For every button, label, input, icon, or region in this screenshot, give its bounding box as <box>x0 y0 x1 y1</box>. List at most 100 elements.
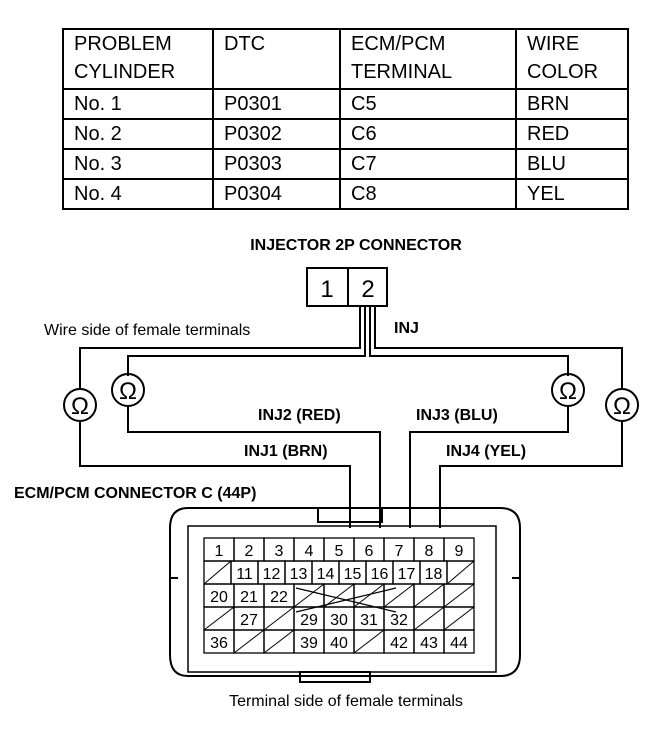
terminal-number: 29 <box>300 612 318 629</box>
terminal-number: 42 <box>390 635 408 652</box>
terminal-number: 16 <box>371 566 389 583</box>
table-cell: No. 3 <box>62 148 214 180</box>
table-cell: RED <box>515 118 629 150</box>
terminal-side-label: Terminal side of female terminals <box>229 693 463 710</box>
terminal-number: 39 <box>300 635 318 652</box>
empty-terminal-slash <box>443 606 475 631</box>
terminal-number: 4 <box>305 543 314 560</box>
empty-terminal-slash <box>413 606 445 631</box>
ohm-symbol-1: Ω <box>71 393 89 420</box>
terminal-number: 7 <box>395 543 404 560</box>
table-cell: No. 4 <box>62 178 214 210</box>
injector-pin-2: 2 <box>361 276 374 303</box>
ecm-connector-housing <box>169 507 521 677</box>
table-row: No. 1 P0301 C5 BRN <box>62 88 629 120</box>
table-cell: BRN <box>515 88 629 120</box>
terminal-number: 44 <box>450 635 468 652</box>
wire-inj1 <box>79 306 361 390</box>
header-text: DTC <box>224 33 266 55</box>
empty-terminal-slash <box>443 583 475 608</box>
empty-terminal-slash <box>233 629 265 654</box>
terminal-number: 1 <box>215 543 224 560</box>
empty-terminal-slash <box>263 606 295 631</box>
table-cell: P0304 <box>212 178 341 210</box>
terminal-number: 30 <box>330 612 348 629</box>
terminal-number: 13 <box>290 566 308 583</box>
empty-terminal-slash <box>323 583 355 608</box>
inj4-label: INJ4 (YEL) <box>446 443 526 460</box>
empty-terminal-slash <box>203 560 232 585</box>
inj-label: INJ <box>394 320 419 337</box>
ohm-symbol-3: Ω <box>559 378 577 405</box>
terminal-number: 2 <box>245 543 254 560</box>
injector-pin-1: 1 <box>320 276 333 303</box>
terminal-number: 14 <box>317 566 335 583</box>
table-cell: C8 <box>339 178 517 210</box>
ohm-symbol-4: Ω <box>613 393 631 420</box>
table-cell: C5 <box>339 88 517 120</box>
lead-inj4 <box>439 421 623 528</box>
ecm-connector-title: ECM/PCM CONNECTOR C (44P) <box>14 485 256 502</box>
terminal-number: 11 <box>236 566 253 583</box>
wire-side-label: Wire side of female terminals <box>44 322 250 339</box>
terminal-number: 8 <box>425 543 434 560</box>
table-cell: No. 2 <box>62 118 214 150</box>
table-cell: P0303 <box>212 148 341 180</box>
terminal-number: 12 <box>263 566 281 583</box>
wire-inj3 <box>369 306 569 376</box>
table-header-row: PROBLEM CYLINDER DTC ECM/PCM TERMINAL WI… <box>62 28 629 90</box>
inj1-label: INJ1 (BRN) <box>244 443 328 460</box>
terminal-number: 18 <box>425 566 443 583</box>
terminal-number: 31 <box>360 612 378 629</box>
table-cell: P0302 <box>212 118 341 150</box>
terminal-number: 22 <box>270 589 288 606</box>
inj2-label: INJ2 (RED) <box>258 407 341 424</box>
terminal-number: 9 <box>455 543 464 560</box>
terminal-number: 6 <box>365 543 374 560</box>
empty-terminal-slash <box>413 583 445 608</box>
terminal-number: 32 <box>390 612 408 629</box>
empty-terminal-slash <box>446 560 475 585</box>
terminal-number: 3 <box>275 543 284 560</box>
dtc-table: PROBLEM CYLINDER DTC ECM/PCM TERMINAL WI… <box>62 28 629 210</box>
wire-inj4 <box>374 306 623 390</box>
table-cell: YEL <box>515 178 629 210</box>
empty-terminal-slash <box>353 583 385 608</box>
empty-terminal-slash <box>203 606 235 631</box>
empty-terminal-slash <box>383 583 415 608</box>
lead-inj3 <box>409 406 569 528</box>
ohm-symbol-2: Ω <box>119 378 137 405</box>
table-cell: P0301 <box>212 88 341 120</box>
terminal-44 <box>443 629 475 654</box>
table-row: No. 3 P0303 C7 BLU <box>62 148 629 180</box>
table-cell: C6 <box>339 118 517 150</box>
table-cell: C7 <box>339 148 517 180</box>
table-cell: No. 1 <box>62 88 214 120</box>
terminal-number: 21 <box>240 589 258 606</box>
empty-terminal-slash <box>353 629 385 654</box>
terminal-number: 5 <box>335 543 344 560</box>
header-text: WIRE COLOR <box>527 33 599 83</box>
terminal-number: 43 <box>420 635 438 652</box>
header-text: PROBLEM CYLINDER <box>74 33 176 83</box>
table-row: No. 2 P0302 C6 RED <box>62 118 629 150</box>
terminal-number: 15 <box>344 566 362 583</box>
empty-terminal-slash <box>263 629 295 654</box>
lead-inj2 <box>127 406 381 528</box>
header-dtc: DTC <box>212 28 341 90</box>
table-row: No. 4 P0304 C8 YEL <box>62 178 629 210</box>
header-text: ECM/PCM TERMINAL <box>351 33 453 83</box>
header-wire-color: WIRE COLOR <box>515 28 629 90</box>
table-cell: BLU <box>515 148 629 180</box>
terminal-number: 20 <box>210 589 228 606</box>
wire-inj2 <box>127 306 366 376</box>
injector-connector-title: INJECTOR 2P CONNECTOR <box>250 237 462 254</box>
header-ecm-terminal: ECM/PCM TERMINAL <box>339 28 517 90</box>
terminal-number: 17 <box>398 566 416 583</box>
header-problem-cylinder: PROBLEM CYLINDER <box>62 28 214 90</box>
lead-inj1 <box>79 421 351 528</box>
terminal-number: 40 <box>330 635 348 652</box>
terminal-number: 27 <box>240 612 258 629</box>
